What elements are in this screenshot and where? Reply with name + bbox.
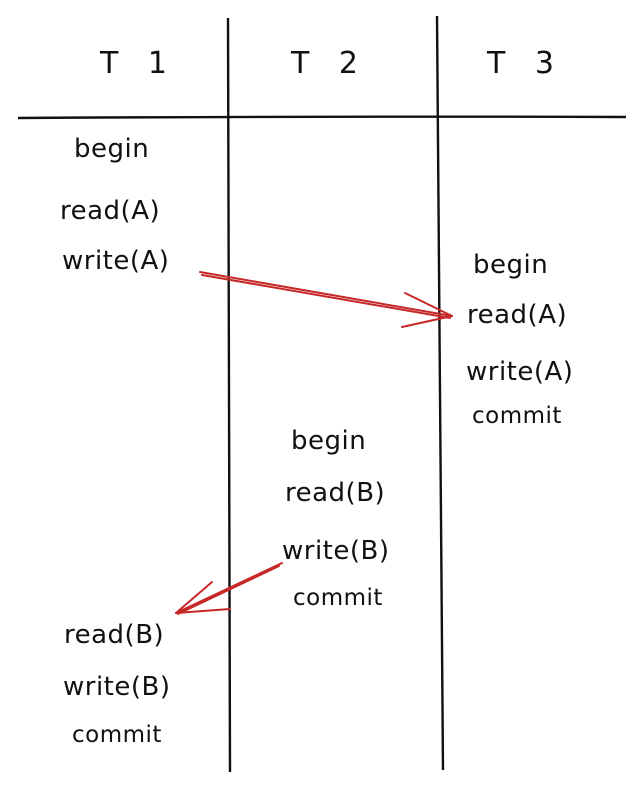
t3-read-a: read(A) (467, 300, 568, 330)
column-header-t1: T 1 (100, 46, 177, 81)
t3-commit: commit (472, 403, 562, 429)
column-divider-1 (226, 17, 232, 773)
arrow-write-b-to-read-b (175, 562, 283, 615)
t1-write-b: write(B) (63, 672, 171, 702)
t1-commit: commit (72, 722, 162, 748)
arrow-write-a-to-read-a (199, 271, 453, 328)
column-header-t2: T 2 (291, 46, 368, 81)
t1-read-b: read(B) (64, 620, 165, 650)
t2-begin: begin (291, 426, 367, 456)
t3-begin: begin (473, 250, 549, 280)
t1-read-a: read(A) (60, 196, 161, 226)
column-divider-2 (435, 15, 445, 771)
t2-read-b: read(B) (285, 478, 386, 508)
t1-write-a: write(A) (62, 246, 170, 276)
t1-begin: begin (74, 134, 150, 164)
t3-write-a: write(A) (466, 357, 574, 387)
column-header-t3: T 3 (487, 46, 564, 81)
header-divider (17, 115, 627, 120)
t2-commit: commit (293, 585, 383, 611)
t2-write-b: write(B) (282, 536, 390, 566)
